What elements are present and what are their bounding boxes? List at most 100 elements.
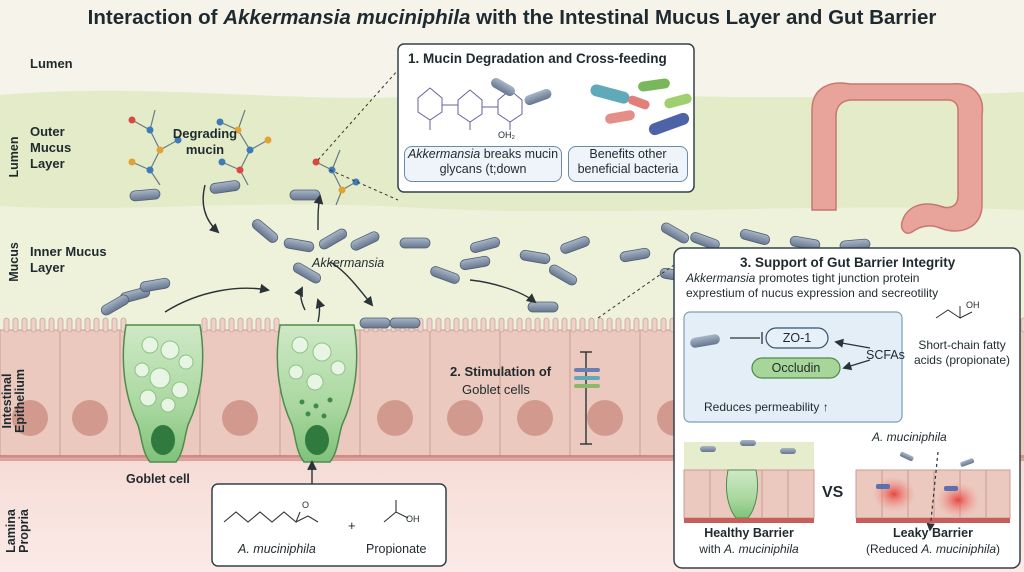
microvillus <box>39 317 46 333</box>
microvillus <box>435 317 442 333</box>
vs-label: VS <box>822 484 844 501</box>
healthy-barrier-subtitle: with A. muciniphila <box>699 542 799 556</box>
label-degrading-mucin: Degrading mucin <box>172 126 238 157</box>
propionate-structure-icon <box>935 306 973 319</box>
microvillus <box>498 317 505 333</box>
microvillus <box>453 317 460 333</box>
akkermansia-cell <box>548 264 578 286</box>
zone-label-outer-mucus: Outer Mucus Layer <box>30 124 72 171</box>
microvillus <box>597 317 604 333</box>
akkermansia-cell <box>519 249 551 265</box>
cell-nucleus <box>222 400 258 436</box>
microvillus <box>579 317 586 333</box>
epithelial-cell <box>199 329 281 457</box>
label-goblet-cell: Goblet cell <box>126 472 190 486</box>
callout-connectors <box>317 69 685 319</box>
microvillus <box>651 317 658 333</box>
cell-nucleus <box>377 400 413 436</box>
microvillus <box>201 317 208 333</box>
akkermansia-cell <box>430 266 460 284</box>
microvillus <box>264 317 271 333</box>
akkermansia-cell <box>469 237 501 253</box>
bottom-right-label: Propionate <box>366 542 427 556</box>
akkermansia-cell <box>560 236 590 254</box>
bottom-metabolite-box <box>211 483 447 567</box>
microvillus <box>444 317 451 333</box>
microvillus <box>462 317 469 333</box>
bottom-plus-sign: + <box>348 518 356 533</box>
panel-3-description-line2: exprestium of nucus expression and secre… <box>686 286 939 300</box>
akkermansia-cell <box>389 317 421 329</box>
zone-label-inner-mucus: Inner Mucus Layer <box>30 244 107 275</box>
cell-nucleus <box>517 400 553 436</box>
microvillus <box>57 317 64 333</box>
cross-feeding-bacteria <box>491 78 692 136</box>
microvillus <box>525 317 532 333</box>
cell-nucleus <box>12 400 48 436</box>
microvillus <box>615 317 622 333</box>
scfas-label: SCFAs <box>866 348 905 362</box>
microvillus <box>48 317 55 333</box>
akkermansia-cell <box>283 237 315 253</box>
microvillus <box>237 317 244 333</box>
microvillus <box>552 317 559 333</box>
akkermansia-cell <box>292 262 322 284</box>
microvillus <box>570 317 577 333</box>
epithelial-cell <box>359 329 431 457</box>
microvillus <box>210 317 217 333</box>
reduces-permeability-label: Reduces permeability ↑ <box>704 400 829 414</box>
akkermansia-cell <box>690 232 720 250</box>
akkermansia-cell <box>100 294 130 316</box>
microvillus <box>93 317 100 333</box>
microvillus <box>66 317 73 333</box>
microvillus <box>543 317 550 333</box>
microvillus <box>75 317 82 333</box>
microvillus <box>633 317 640 333</box>
akkermansia-cell <box>129 188 161 202</box>
bottom-left-label: A. muciniphila <box>238 542 316 556</box>
akkermansia-cell <box>209 180 241 194</box>
zo1-label: ZO-1 <box>782 331 812 345</box>
side-label-epithelium: Intestinal Epithelium <box>0 369 27 433</box>
akkermansia-cell <box>660 222 690 244</box>
cell-nucleus <box>587 400 623 436</box>
flow-arrows <box>164 111 925 498</box>
side-label-lamina: Lamina Propria <box>4 509 31 553</box>
cell-nucleus <box>447 400 483 436</box>
side-label-lumen: Lumen <box>7 136 21 178</box>
microvillus <box>660 317 667 333</box>
subpanel-bacterium <box>690 334 720 348</box>
microvillus <box>111 317 118 333</box>
panel-3-description: Akkermansia promotes tight junction prot… <box>686 271 920 285</box>
microvillus <box>84 317 91 333</box>
occludin-pill <box>751 357 841 379</box>
microvillus <box>3 317 10 333</box>
leaky-barrier-title: Leaky Barrier <box>893 526 973 540</box>
microvillus <box>606 317 613 333</box>
zone-label-lumen: Lumen <box>30 56 73 71</box>
leaky-barrier-illustration <box>855 451 1011 532</box>
microvillus <box>516 317 523 333</box>
label-akkermansia: Akkermansia <box>312 256 385 270</box>
microvillus <box>21 317 28 333</box>
epithelial-cell <box>569 329 641 457</box>
occludin-label: Occludin <box>771 361 821 375</box>
akkermansia-cell <box>527 301 559 313</box>
panel-2-title: 2. Stimulation of <box>450 364 552 379</box>
microvillus <box>228 317 235 333</box>
leaky-a-muciniphila-label: A. muciniphila <box>872 430 947 444</box>
junction-bracket <box>580 351 592 445</box>
bottom-chem-o-label: O <box>302 500 310 510</box>
akkermansia-cell <box>350 231 380 251</box>
microvillus <box>561 317 568 333</box>
microvillus <box>471 317 478 333</box>
microvillus <box>624 317 631 333</box>
zo1-pill <box>765 327 829 349</box>
microvillus <box>102 317 109 333</box>
microvillus <box>588 317 595 333</box>
leaky-barrier-subtitle: (Reduced A. muciniphila) <box>865 542 1001 556</box>
microvillus <box>273 317 280 333</box>
goblet-cell-1 <box>122 324 204 463</box>
